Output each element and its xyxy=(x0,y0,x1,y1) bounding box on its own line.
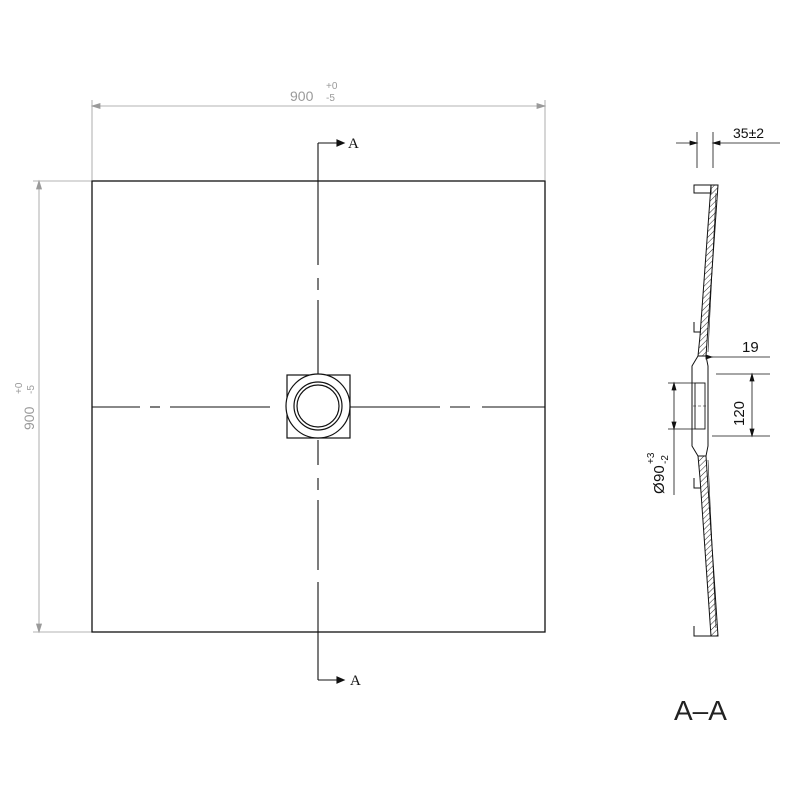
drain-height-dim-value: 120 xyxy=(731,401,748,426)
width-dim-value: 900 xyxy=(290,88,314,104)
drain-diameter-tol-upper: +3 xyxy=(646,452,657,464)
width-dim-tol-lower: -5 xyxy=(326,93,335,104)
drain-diameter-value: 90 xyxy=(651,465,668,482)
drain-diameter-tol-lower: -2 xyxy=(660,455,671,464)
section-view: 35±2 xyxy=(646,125,780,726)
depth-dim-value: 35±2 xyxy=(733,125,764,141)
section-marker-bottom: A xyxy=(350,673,361,689)
height-dimension xyxy=(33,179,92,634)
step-dim-value: 19 xyxy=(742,339,759,356)
height-dim-tol-lower: -5 xyxy=(26,385,37,394)
height-dim-value: 900 xyxy=(21,406,37,430)
step-dimension xyxy=(705,354,770,375)
depth-dimension xyxy=(676,132,780,168)
section-title: A–A xyxy=(674,695,727,726)
width-dimension xyxy=(90,100,547,180)
drain-icon xyxy=(285,373,351,439)
drain-diameter-symbol: Ø xyxy=(651,482,668,494)
width-dim-tol-upper: +0 xyxy=(326,81,338,92)
section-arrow-top xyxy=(318,139,346,147)
tray-profile xyxy=(691,184,719,637)
height-dim-tol-upper: +0 xyxy=(14,382,25,394)
drain-diameter-dimension xyxy=(668,381,695,495)
section-arrow-bottom xyxy=(318,676,346,684)
section-marker-top: A xyxy=(348,136,359,152)
plan-view: 900 +0 -5 900 +0 -5 xyxy=(14,81,547,689)
drain-height-dimension xyxy=(712,372,770,438)
